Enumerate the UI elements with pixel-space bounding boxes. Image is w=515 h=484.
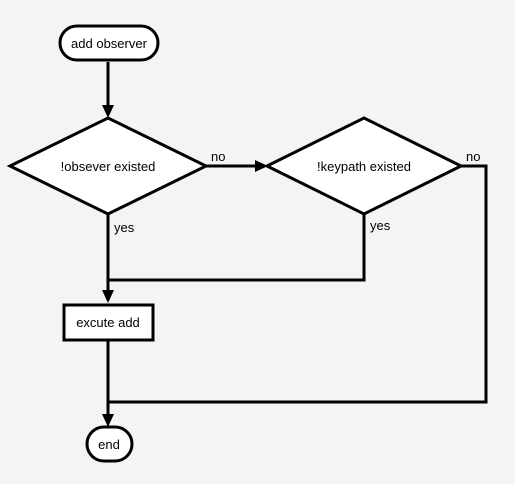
arrowhead-keypath [255, 160, 268, 172]
observer-no-label: no [211, 149, 225, 164]
keypath-no-label: no [466, 149, 480, 164]
arrowhead-end [102, 414, 114, 427]
start-terminator [58, 24, 160, 62]
decision-keypath-diamond [263, 116, 465, 216]
decision-observer-node: !obsever existed [6, 116, 210, 216]
edges [102, 62, 488, 427]
end-terminator [85, 425, 134, 463]
process-add-node: excute add [62, 303, 155, 342]
end-node: end [85, 425, 134, 463]
keypath-yes-label: yes [370, 218, 391, 233]
edge-keypath-no-to-end [108, 164, 488, 404]
decision-keypath-node: !keypath existed [263, 116, 465, 216]
start-label: add observer [71, 36, 148, 51]
decision-observer-label: !obsever existed [61, 159, 156, 174]
observer-yes-label: yes [114, 220, 135, 235]
edge-keypath-yes-to-merge [108, 214, 366, 282]
decision-keypath-label: !keypath existed [317, 159, 411, 174]
arrowhead-process [102, 290, 114, 303]
decision-observer-diamond [6, 116, 210, 216]
end-label: end [98, 437, 120, 452]
process-add-label: excute add [76, 315, 140, 330]
process-add-box [62, 303, 155, 342]
arrowhead-observer [102, 105, 114, 118]
start-node: add observer [58, 24, 160, 62]
